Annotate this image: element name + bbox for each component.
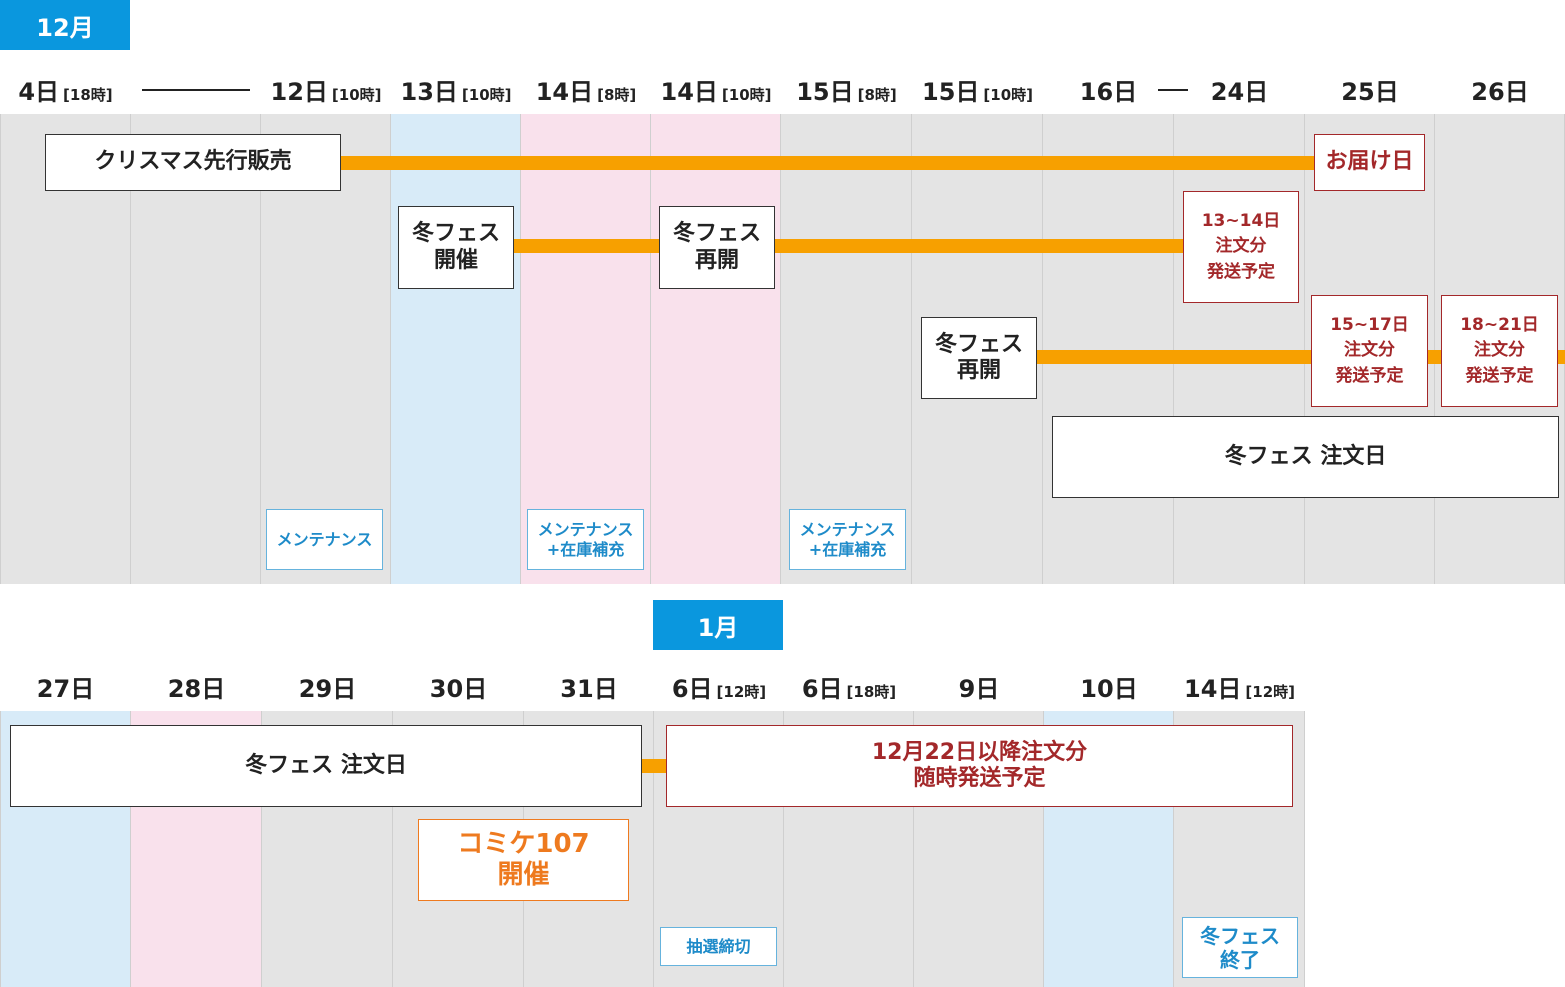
date-label: 27日 bbox=[36, 675, 95, 703]
timeline-bar bbox=[340, 156, 1315, 170]
timeline-bar bbox=[513, 239, 659, 253]
day-column bbox=[1174, 114, 1305, 584]
date-label: 14日[8時] bbox=[535, 78, 637, 106]
timeline-bar bbox=[1427, 350, 1442, 364]
fes-order-day-box: 冬フェス 注文日 bbox=[10, 725, 642, 807]
date-label: 16日 bbox=[1079, 78, 1138, 106]
shipping-box-18-21: 18~21日 注文分 発送予定 bbox=[1441, 295, 1558, 407]
maintenance-restock-box: メンテナンス +在庫補充 bbox=[527, 509, 644, 570]
day-column bbox=[261, 114, 391, 584]
fes-end-box: 冬フェス 終了 bbox=[1182, 917, 1298, 978]
shipping-after-1222-box: 12月22日以降注文分 随時発送予定 bbox=[666, 725, 1293, 807]
date-label: 6日[18時] bbox=[801, 675, 897, 703]
fes-reopen-box: 冬フェス 再開 bbox=[921, 317, 1037, 399]
maintenance-restock-box: メンテナンス +在庫補充 bbox=[789, 509, 906, 570]
date-label: 14日[10時] bbox=[660, 78, 772, 106]
fes-reopen-box: 冬フェス 再開 bbox=[659, 206, 775, 289]
lottery-deadline-box: 抽選締切 bbox=[660, 927, 777, 966]
shipping-box-13-14: 13~14日 注文分 発送予定 bbox=[1183, 191, 1299, 303]
timeline-bar bbox=[1036, 350, 1312, 364]
date-label: 6日[12時] bbox=[671, 675, 767, 703]
christmas-presale-box: クリスマス先行販売 bbox=[45, 134, 341, 191]
day-column bbox=[521, 114, 651, 584]
date-label: 29日 bbox=[298, 675, 357, 703]
day-column bbox=[0, 114, 131, 584]
fes-open-box: 冬フェス 開催 bbox=[398, 206, 514, 289]
day-column bbox=[651, 114, 781, 584]
date-label: 10日 bbox=[1080, 675, 1138, 703]
date-label: 12日[10時] bbox=[270, 78, 382, 106]
month-label: 1月 bbox=[697, 613, 739, 642]
date-label: 24日 bbox=[1210, 78, 1269, 106]
day-column bbox=[1043, 114, 1174, 584]
month-badge-december: 12月 bbox=[0, 0, 130, 50]
date-label: 15日[10時] bbox=[922, 78, 1033, 106]
date-label: 31日 bbox=[560, 675, 618, 703]
day-column bbox=[391, 114, 521, 584]
date-label: 14日[12時] bbox=[1184, 675, 1295, 703]
delivery-day-box: お届け日 bbox=[1314, 134, 1425, 191]
date-label: 30日 bbox=[429, 675, 488, 703]
range-dash bbox=[1158, 89, 1188, 91]
date-label: 4日[18時] bbox=[18, 78, 113, 106]
timeline-bar bbox=[774, 239, 1184, 253]
day-column bbox=[131, 114, 261, 584]
month-label: 12月 bbox=[36, 13, 94, 42]
comiket-box: コミケ107 開催 bbox=[418, 819, 629, 901]
range-dash bbox=[142, 89, 250, 91]
month-badge-january: 1月 bbox=[653, 600, 783, 650]
timeline-bar bbox=[1557, 350, 1565, 364]
date-label: 15日[8時] bbox=[796, 78, 897, 106]
shipping-box-15-17: 15~17日 注文分 発送予定 bbox=[1311, 295, 1428, 407]
timeline-bar bbox=[640, 759, 668, 773]
date-label: 28日 bbox=[167, 675, 226, 703]
date-label: 9日 bbox=[958, 675, 1000, 703]
day-column bbox=[781, 114, 912, 584]
fes-order-day-box: 冬フェス 注文日 bbox=[1052, 416, 1559, 498]
maintenance-box: メンテナンス bbox=[266, 509, 383, 570]
date-label: 26日 bbox=[1471, 78, 1529, 106]
date-label: 25日 bbox=[1341, 78, 1399, 106]
date-label: 13日[10時] bbox=[400, 78, 512, 106]
